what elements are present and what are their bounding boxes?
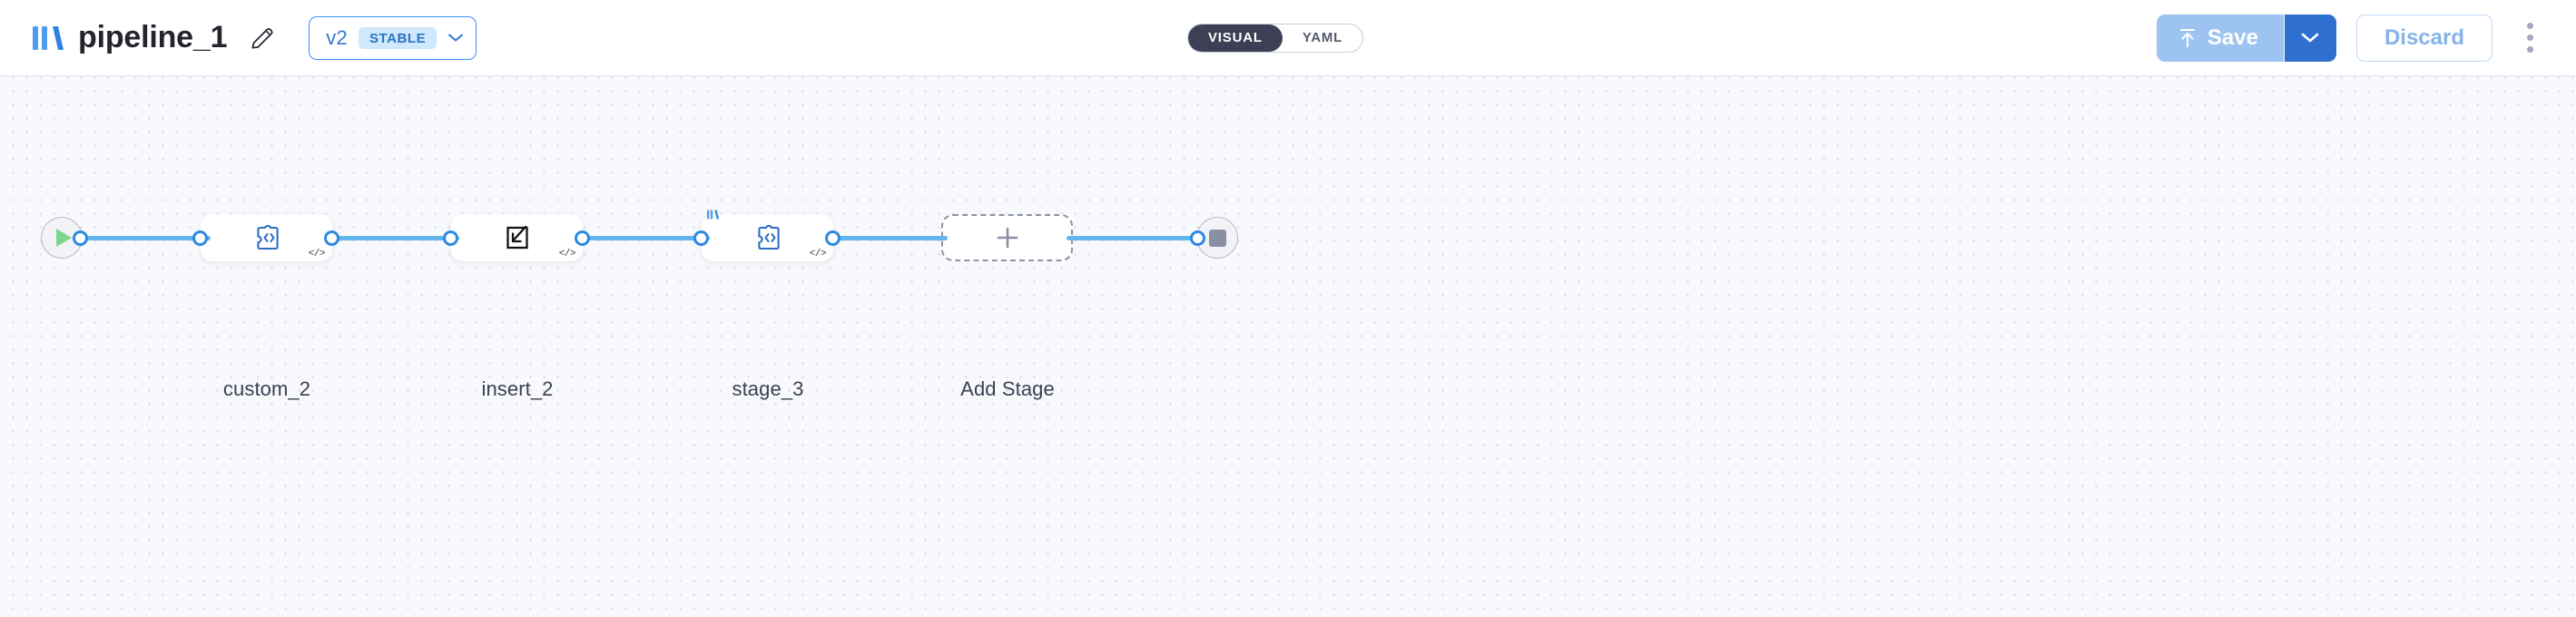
page-title: pipeline_1	[78, 20, 228, 54]
save-button-label: Save	[2207, 24, 2258, 50]
stage-node-insert_2[interactable]: </>	[451, 214, 583, 261]
edge-stage3-to-addstage	[830, 236, 948, 240]
stage-node-stage_3[interactable]: </>	[702, 210, 833, 261]
port-start-output[interactable]	[73, 230, 88, 246]
toolbar-center-group: VISUAL YAML	[1187, 23, 1364, 53]
node-code-badge: </>	[809, 249, 827, 260]
puzzle-code-icon	[757, 224, 780, 250]
brand-bars-logo	[33, 25, 64, 50]
stop-icon	[1208, 229, 1226, 247]
brand-bars-logo	[707, 210, 719, 220]
edge-start-to-custom2	[80, 236, 211, 240]
toolbar-left-group: pipeline_1 v2 STABLE	[31, 15, 477, 60]
version-label: v2	[326, 25, 348, 49]
port-custom_2-output[interactable]	[324, 230, 339, 246]
stage-node-custom_2[interactable]: </>	[201, 214, 332, 261]
edge-addstage-to-end	[1067, 236, 1198, 240]
port-insert_2-output[interactable]	[575, 230, 590, 246]
plus-icon	[997, 227, 1018, 249]
kebab-dot	[2526, 23, 2533, 29]
insert-arrow-icon	[506, 225, 528, 250]
upload-arrow-icon	[2179, 28, 2195, 47]
top-toolbar: pipeline_1 v2 STABLE VISUAL YAML	[0, 0, 2576, 76]
version-selector[interactable]: v2 STABLE	[309, 15, 477, 60]
port-stage_3-input[interactable]	[693, 230, 709, 246]
port-insert_2-input[interactable]	[443, 230, 458, 246]
status-badge: STABLE	[358, 26, 438, 49]
play-icon	[56, 229, 72, 247]
kebab-dot	[2526, 34, 2533, 41]
chevron-down-icon	[2302, 33, 2319, 43]
puzzle-code-icon	[256, 224, 279, 250]
edge-custom2-to-insert2	[329, 236, 459, 240]
add-stage-label: Add Stage	[960, 377, 1055, 400]
kebab-menu-icon[interactable]	[2514, 17, 2545, 59]
chevron-down-icon	[448, 34, 464, 42]
stage-label-custom_2: custom_2	[222, 377, 311, 400]
edge-insert2-to-stage3	[579, 236, 710, 240]
save-button[interactable]: Save	[2156, 14, 2284, 62]
tab-visual[interactable]: VISUAL	[1188, 24, 1283, 52]
pipeline-canvas[interactable]: </> custom_2 </> insert_2	[0, 76, 2576, 617]
port-stage_3-output[interactable]	[825, 230, 841, 246]
port-custom_2-input[interactable]	[192, 230, 208, 246]
add-stage-button[interactable]	[941, 214, 1073, 261]
save-dropdown-button[interactable]	[2283, 14, 2336, 62]
kebab-dot	[2526, 46, 2533, 53]
port-end-input[interactable]	[1190, 230, 1205, 246]
stage-label-insert_2: insert_2	[481, 377, 554, 400]
save-button-group: Save	[2156, 14, 2336, 62]
discard-button[interactable]: Discard	[2355, 14, 2492, 62]
node-code-badge: </>	[308, 249, 326, 260]
stage-label-stage_3: stage_3	[732, 377, 804, 400]
toolbar-right-group: Save Discard	[2156, 14, 2545, 62]
tab-yaml[interactable]: YAML	[1302, 30, 1343, 45]
pencil-icon[interactable]	[249, 24, 276, 52]
view-mode-toggle[interactable]: VISUAL YAML	[1187, 23, 1364, 53]
end-node[interactable]	[1196, 217, 1238, 259]
node-code-badge: </>	[558, 249, 576, 260]
